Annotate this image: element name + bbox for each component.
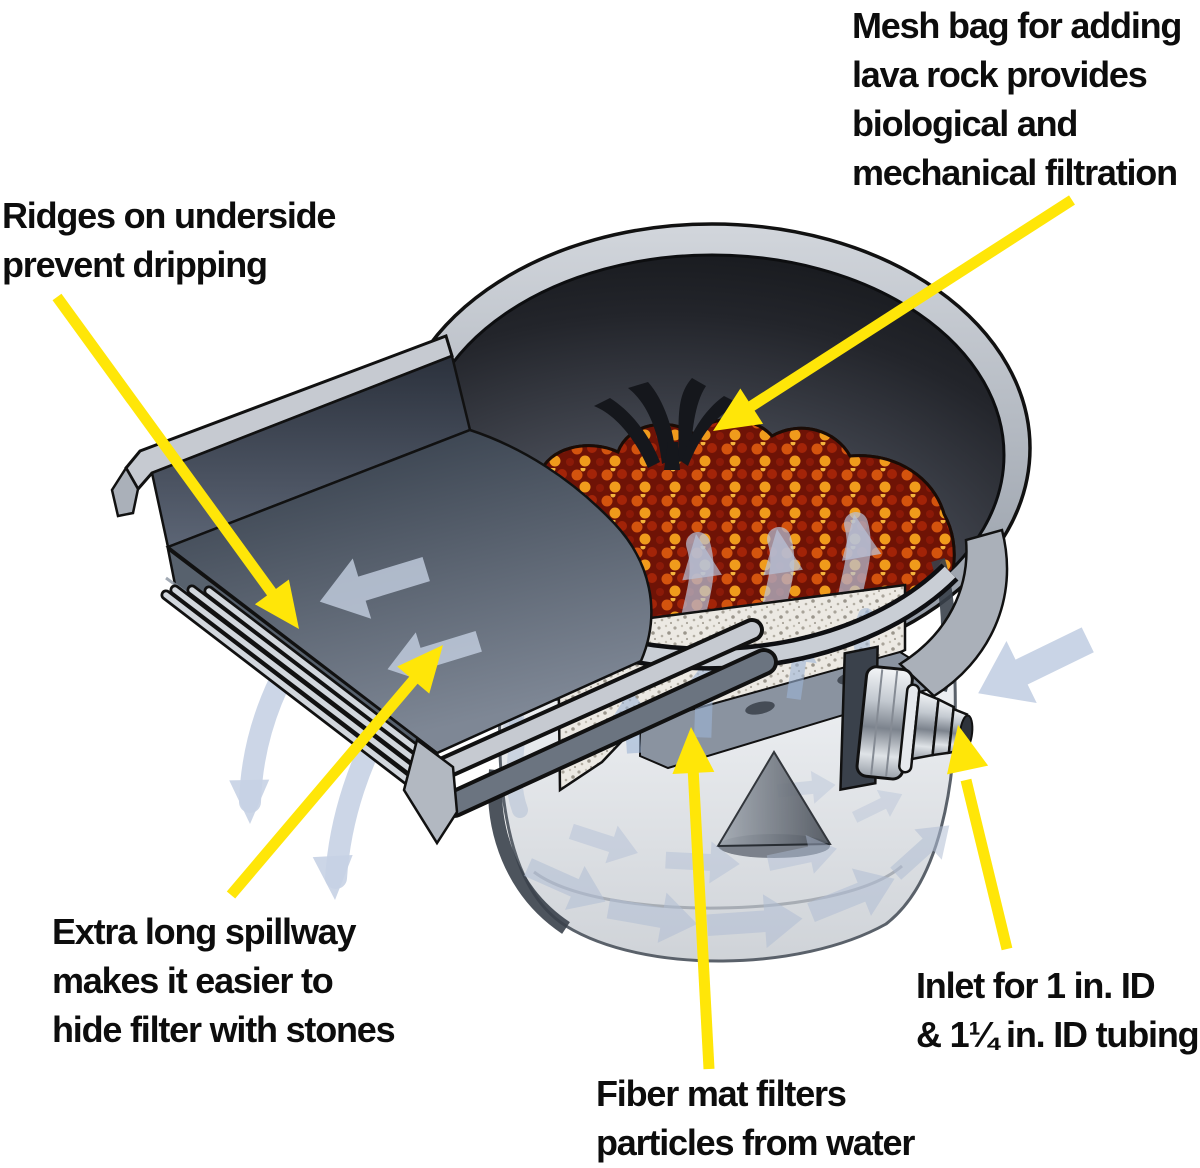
spillway-right-lip <box>402 618 778 846</box>
pointer-spillway <box>226 645 443 899</box>
label-ridges: Ridges on underside prevent dripping <box>2 195 336 285</box>
cone-deflector <box>716 750 832 858</box>
label-mesh-bag: Mesh bag for adding lava rock provides b… <box>852 5 1182 193</box>
spillway-tray <box>110 334 778 846</box>
label-spillway: Extra long spillway makes it easier to h… <box>52 911 396 1050</box>
pointer-arrows <box>52 195 1075 1070</box>
label-inlet: Inlet for 1 in. ID & 1¼ in. ID tubing <box>916 965 1200 1055</box>
spillway-left-hook <box>110 465 140 518</box>
pointer-inlet <box>947 725 1013 951</box>
label-fiber-mat: Fiber mat filters particles from water <box>596 1073 915 1163</box>
inlet-fitting <box>839 645 974 792</box>
drip-ridges <box>160 584 431 798</box>
bowl-outer-sleeve <box>897 528 1009 698</box>
pointer-mesh-bag <box>713 195 1075 431</box>
pointer-fiber-mat <box>672 727 715 1070</box>
pointer-ridges <box>52 293 299 629</box>
spillway-floor <box>165 428 653 755</box>
